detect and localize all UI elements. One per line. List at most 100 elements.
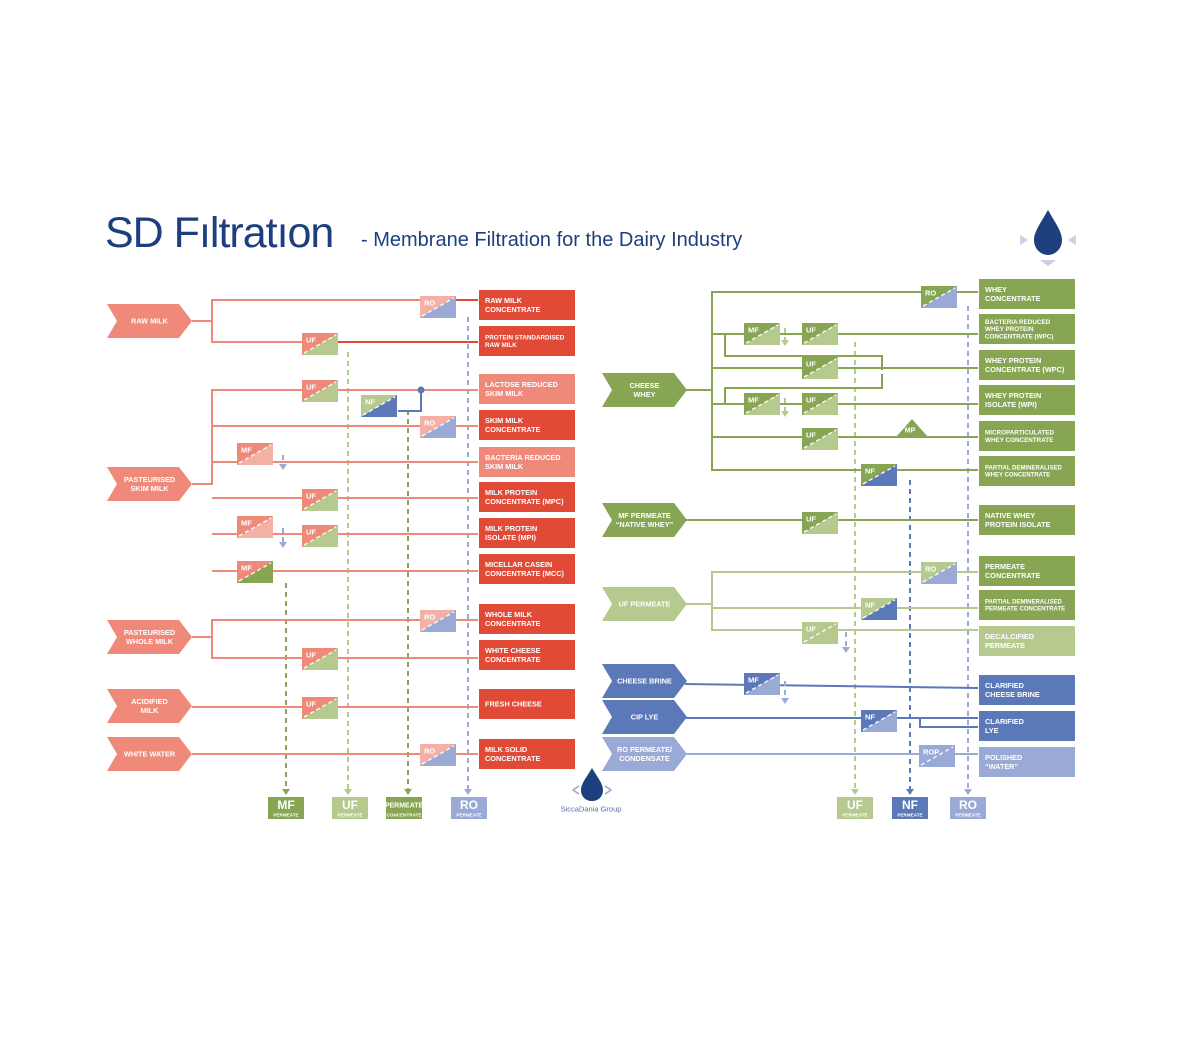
output-uf-permeate-right xyxy=(837,797,873,819)
source-mf-permeate-native-whey-arrow xyxy=(602,503,687,537)
arrow-head-icon xyxy=(851,789,859,795)
membrane-label: UF xyxy=(306,651,316,660)
product-right-10 xyxy=(979,675,1075,705)
source-raw-milk-label: RAW MILK xyxy=(131,317,169,326)
flow-path xyxy=(192,389,478,485)
membrane-label: UF xyxy=(806,326,816,335)
product-right-0 xyxy=(979,279,1075,309)
membrane-divider xyxy=(803,324,837,344)
membrane-label: RO xyxy=(925,565,936,574)
page-title: SD Fıltratıon xyxy=(105,209,334,257)
source-ro-permeate-condensate-arrow xyxy=(602,737,687,771)
membrane-label: MF xyxy=(241,519,252,528)
flow-path xyxy=(712,333,883,370)
page-subtitle: - Membrane Filtration for the Dairy Indu… xyxy=(361,229,743,251)
flow-path xyxy=(398,390,422,412)
product-left-7 xyxy=(479,554,575,584)
membrane-label: MF xyxy=(241,446,252,455)
product-right-9 xyxy=(979,626,1075,656)
membrane-divider xyxy=(920,746,954,766)
membrane-label: NF xyxy=(365,398,375,407)
product-right-2 xyxy=(979,350,1075,380)
arrow-head-icon xyxy=(464,789,472,795)
membrane-label: MF xyxy=(748,326,759,335)
membrane-label: UF xyxy=(806,431,816,440)
membrane-label: MF xyxy=(748,396,759,405)
membrane-label: RO xyxy=(424,299,435,308)
arrow-head-icon xyxy=(781,340,789,346)
output-nf-permeate-right xyxy=(892,797,928,819)
logo-chevron-left-icon xyxy=(1020,235,1028,245)
arrow-head-icon xyxy=(906,789,914,795)
arrow-head-icon xyxy=(404,789,412,795)
membrane-label: UF xyxy=(306,383,316,392)
membrane-divider xyxy=(862,711,896,731)
output-mf-permeate-small: PERMEATE xyxy=(273,813,298,818)
product-left-5 xyxy=(479,482,575,512)
flow-path xyxy=(711,604,978,631)
source-cip-lye-arrow xyxy=(602,700,687,734)
product-right-12 xyxy=(979,747,1075,777)
product-left-8 xyxy=(479,604,575,634)
output-nf-permeate-right-big: NF xyxy=(902,798,918,812)
product-right-8 xyxy=(979,590,1075,620)
membrane-label: UF xyxy=(306,336,316,345)
flow-path xyxy=(685,571,978,605)
product-left-9 xyxy=(479,640,575,670)
membrane-label: UF xyxy=(306,492,316,501)
source-uf-permeate-label: UF PERMEATE xyxy=(619,600,671,609)
membrane-divider xyxy=(303,490,337,510)
membrane-divider xyxy=(238,562,272,582)
flow-path xyxy=(711,368,978,471)
product-right-1 xyxy=(979,314,1075,344)
output-ro-permeate-big: RO xyxy=(460,798,478,812)
flow-path xyxy=(192,299,468,322)
output-ro-permeate-right-big: RO xyxy=(959,798,977,812)
junction-dot xyxy=(417,386,425,394)
membrane-divider xyxy=(303,649,337,669)
source-white-water-arrow xyxy=(107,737,192,771)
microparticulation-triangle-icon xyxy=(896,419,928,437)
source-mf-permeate-native-whey-label: MF PERMEATE“NATIVE WHEY” xyxy=(616,511,674,529)
membrane-label: NF xyxy=(865,601,875,610)
product-right-5 xyxy=(979,456,1075,486)
product-left-2 xyxy=(479,374,575,404)
membrane-divider xyxy=(303,381,337,401)
membrane-label: UF xyxy=(306,528,316,537)
membrane-divider xyxy=(362,396,396,416)
membrane-label: MF xyxy=(748,676,759,685)
membrane-divider xyxy=(421,611,455,631)
flow-line xyxy=(684,683,979,689)
source-cheese-brine-label: CHEESE BRINE xyxy=(617,677,672,686)
top-drop-logo-icon xyxy=(1034,210,1062,255)
output-uf-permeate-right-small: PERMEATE xyxy=(842,813,867,818)
source-pasteurised-whole-milk-arrow xyxy=(107,620,192,654)
product-right-12-label: POLISHED“WATER” xyxy=(985,753,1022,771)
membrane-divider xyxy=(238,517,272,537)
product-left-4 xyxy=(479,447,575,477)
product-right-7 xyxy=(979,556,1075,586)
membrane-divider xyxy=(303,334,337,354)
membrane-label: MF xyxy=(241,564,252,573)
output-ro-permeate-small: PERMEATE xyxy=(456,813,481,818)
membrane-label: RO xyxy=(424,419,435,428)
output-mf-permeate-big: MF xyxy=(277,798,294,812)
membrane-label: UF xyxy=(806,360,816,369)
source-raw-milk-arrow xyxy=(107,304,192,338)
product-left-11 xyxy=(479,739,575,769)
